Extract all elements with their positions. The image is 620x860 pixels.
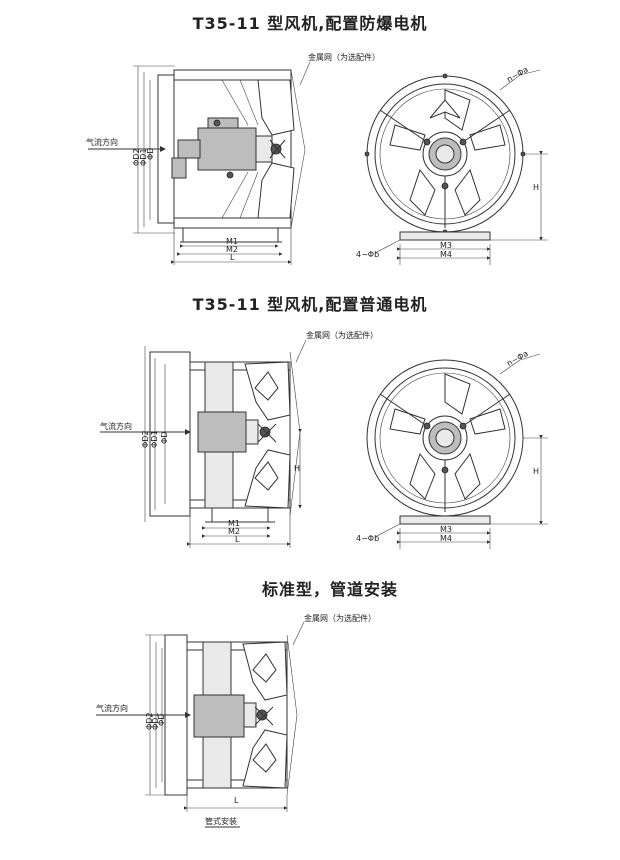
dim-m2-2: M2 xyxy=(228,527,240,536)
airflow-label-1: 气流方向 xyxy=(86,138,118,147)
dim-d-2: ΦD xyxy=(160,431,169,444)
airflow-label-3: 气流方向 xyxy=(96,704,128,713)
dim-d1-2: ΦD1 xyxy=(150,430,159,448)
dim-m4-1: M4 xyxy=(440,250,452,259)
mesh-label-2: 金属网（为选配件） xyxy=(306,331,378,340)
pipe-install-caption: 管式安装 xyxy=(205,817,237,826)
dim-4b-2: 4−Φb xyxy=(356,534,380,543)
mesh-label-3: 金属网（为选配件） xyxy=(304,614,376,623)
dim-m3-1: M3 xyxy=(440,241,452,250)
section-title-duct-install: 标准型，管道安装 xyxy=(261,580,398,599)
front-view-1 xyxy=(364,69,548,265)
mesh-label-1: 金属网（为选配件） xyxy=(308,53,380,62)
side-view-2 xyxy=(100,339,307,548)
side-view-1 xyxy=(88,61,311,265)
dim-l-3: L xyxy=(234,796,239,805)
dim-4b-1: 4−Φb xyxy=(356,250,380,259)
dim-l-2: L xyxy=(235,535,240,544)
dim-d2-2: ΦD2 xyxy=(141,430,150,448)
section-title-explosion-proof: T35-11 型风机,配置防爆电机 xyxy=(192,14,428,33)
dim-m1-2: M1 xyxy=(228,519,240,528)
dim-l-1: L xyxy=(230,253,235,262)
dim-h-2: H xyxy=(533,467,540,476)
dim-m2-1: M2 xyxy=(226,245,238,254)
airflow-label-2: 气流方向 xyxy=(100,422,132,431)
dim-d-3: ΦD xyxy=(157,713,166,726)
dim-h-side-2: H xyxy=(294,464,301,473)
dim-h-1: H xyxy=(533,183,540,192)
front-view-2 xyxy=(366,353,548,549)
dim-m1-1: M1 xyxy=(226,237,238,246)
dim-m3-2: M3 xyxy=(440,525,452,534)
dim-m4-2: M4 xyxy=(440,534,452,543)
section-title-standard-motor: T35-11 型风机,配置普通电机 xyxy=(192,295,428,314)
dim-d-1: ΦD xyxy=(146,147,155,160)
side-view-3 xyxy=(96,621,305,828)
